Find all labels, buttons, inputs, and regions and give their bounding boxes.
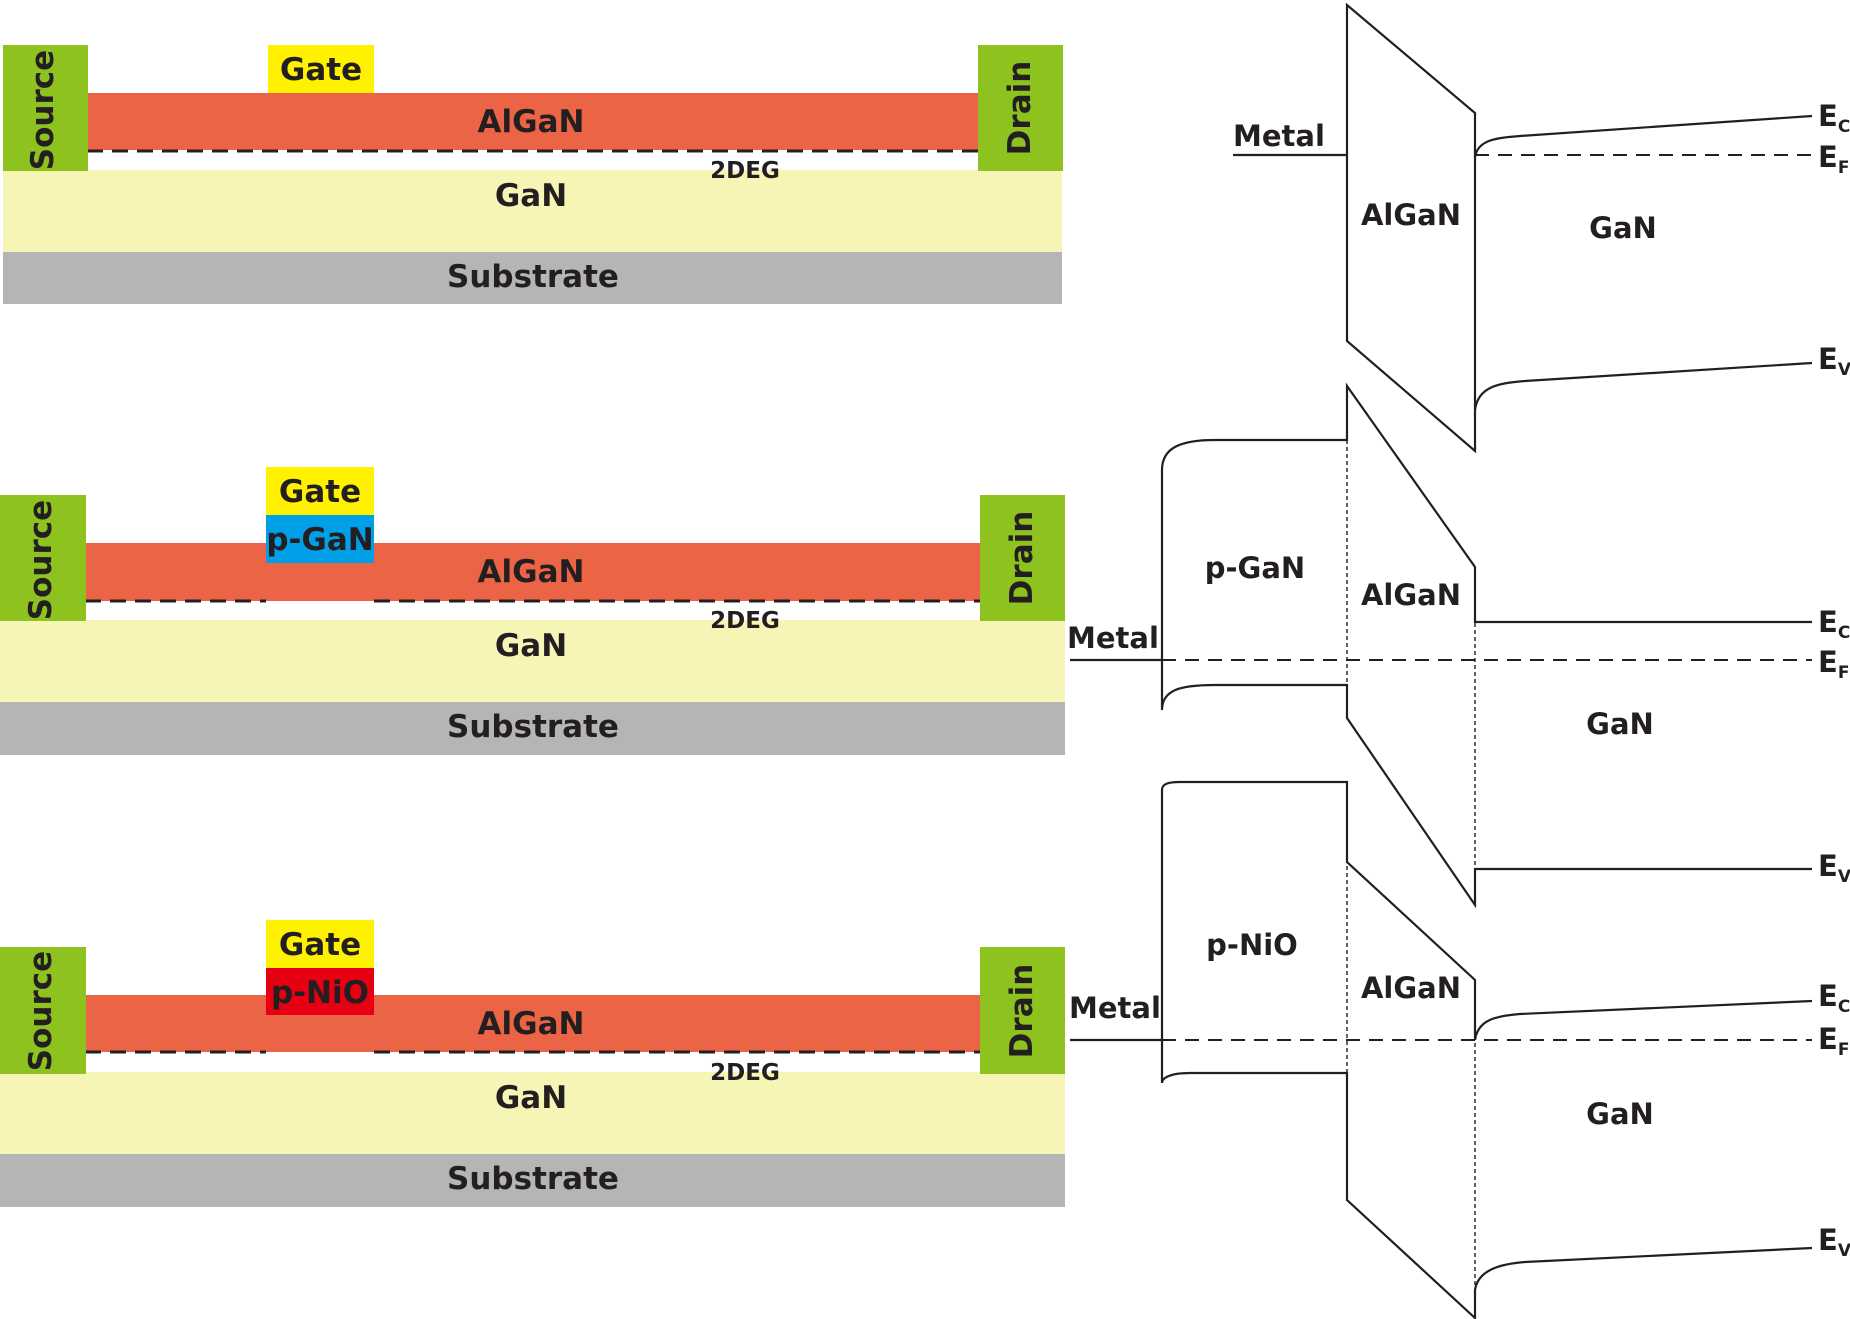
substrate-label: Substrate	[447, 259, 619, 295]
2deg-label: 2DEG	[710, 1060, 780, 1086]
gan-layer	[0, 620, 1065, 702]
drain-contact	[978, 45, 1063, 171]
substrate-layer	[3, 252, 1062, 304]
drain-label: Drain	[1004, 964, 1040, 1059]
drain-label: Drain	[1002, 61, 1038, 156]
conduction-band-edge	[1473, 114, 1813, 158]
source-label: Source	[25, 50, 61, 170]
gate-metal	[266, 920, 374, 968]
p-gan-valence-band	[1160, 660, 1812, 909]
ev-label: EV	[1818, 849, 1850, 887]
p-nio-label: p-NiO	[1206, 928, 1298, 962]
p-gan-label: p-GaN	[1205, 551, 1305, 585]
p-nio-valence-band	[1160, 1040, 1477, 1319]
drain-contact	[980, 947, 1065, 1074]
ef-label: EF	[1818, 1022, 1849, 1060]
algan-label: AlGaN	[1361, 198, 1461, 232]
algan-label: AlGaN	[1361, 971, 1461, 1005]
p-nio-cap	[266, 968, 374, 1015]
algan-label: AlGaN	[478, 1006, 585, 1042]
metal-label: Metal	[1069, 991, 1161, 1025]
2deg-label: 2DEG	[710, 608, 780, 634]
gate-label: Gate	[280, 52, 362, 88]
source-contact	[0, 947, 86, 1074]
substrate-layer	[0, 702, 1065, 755]
gan-label: GaN	[495, 1080, 567, 1116]
gate-metal	[268, 45, 374, 93]
device-p-nio-gate-hemt: Gate p-NiO AlGaN 2DEG GaN Substrate Sour…	[0, 920, 1065, 1207]
ev-label: EV	[1818, 342, 1850, 380]
substrate-label: Substrate	[447, 709, 619, 745]
substrate-layer	[0, 1154, 1065, 1207]
p-nio-conduction-band	[1160, 780, 1477, 1040]
gan-label: GaN	[1586, 1097, 1654, 1131]
ec-label: EC	[1818, 979, 1850, 1017]
p-nio-label: p-NiO	[271, 975, 369, 1011]
ef-label: EF	[1818, 140, 1849, 178]
gate-label: Gate	[279, 474, 361, 510]
band-diagram-p-gan: Metal p-GaN AlGaN GaN EC EF EV	[1067, 382, 1850, 909]
conduction-band-edge	[1473, 999, 1813, 1041]
algan-layer	[85, 995, 981, 1052]
ec-label: EC	[1818, 99, 1850, 137]
substrate-label: Substrate	[447, 1161, 619, 1197]
gan-label: GaN	[495, 628, 567, 664]
valence-band-edge	[1473, 361, 1813, 411]
device-conventional-hemt: Gate AlGaN 2DEG GaN Substrate Source Dra…	[3, 45, 1063, 304]
p-gan-label: p-GaN	[266, 522, 373, 558]
source-label: Source	[23, 951, 59, 1071]
device-p-gan-gate-hemt: Gate p-GaN AlGaN 2DEG GaN Substrate Sour…	[0, 467, 1065, 755]
ec-label: EC	[1818, 605, 1850, 643]
ef-label: EF	[1818, 645, 1849, 683]
gan-layer	[0, 1072, 1065, 1154]
metal-label: Metal	[1233, 119, 1325, 153]
algan-layer	[87, 93, 979, 150]
drain-label: Drain	[1004, 511, 1040, 606]
source-contact	[3, 45, 88, 171]
gate-label: Gate	[279, 927, 361, 963]
2deg-label: 2DEG	[710, 158, 780, 184]
gan-label: GaN	[1586, 707, 1654, 741]
p-gan-cap	[266, 515, 374, 563]
valence-band-edge	[1473, 1246, 1813, 1291]
gan-label: GaN	[495, 178, 567, 214]
source-label: Source	[23, 500, 59, 620]
band-diagram-p-nio: Metal p-NiO AlGaN GaN EC EF EV	[1069, 780, 1850, 1319]
ev-label: EV	[1818, 1223, 1850, 1261]
algan-layer	[85, 543, 981, 601]
gan-layer	[3, 170, 1062, 252]
algan-label: AlGaN	[478, 554, 585, 590]
source-contact	[0, 495, 86, 621]
algan-label: AlGaN	[478, 104, 585, 140]
drain-contact	[980, 495, 1065, 621]
metal-label: Metal	[1067, 621, 1159, 655]
gan-label: GaN	[1589, 211, 1657, 245]
gate-metal	[266, 467, 374, 515]
p-gan-conduction-band	[1160, 382, 1812, 660]
band-diagram-conventional: Metal AlGaN GaN EC EF EV	[1233, 2, 1850, 454]
algan-label: AlGaN	[1361, 578, 1461, 612]
